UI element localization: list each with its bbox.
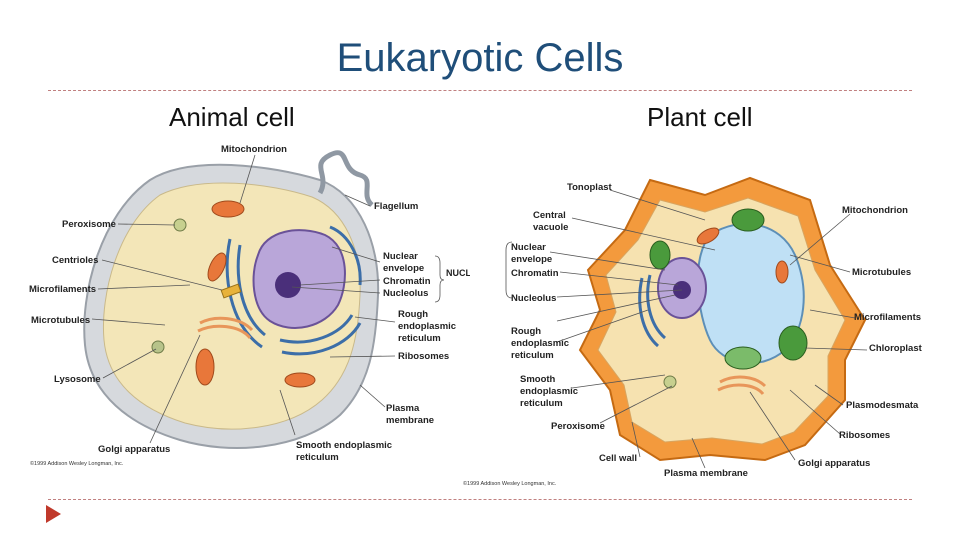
animal-label-nuclear-envelope-2: envelope <box>383 263 424 274</box>
animal-label-peroxisome: Peroxisome <box>62 219 116 230</box>
animal-label-nucleolus: Nucleolus <box>383 288 428 299</box>
plant-chloroplast-3 <box>779 326 807 360</box>
animal-label-mitochondrion: Mitochondrion <box>221 144 287 155</box>
slide-title: Eukaryotic Cells <box>0 36 960 81</box>
animal-label-smooth-er-1: Smooth endoplasmic <box>296 440 392 451</box>
plant-label-nuclear-envelope-1: Nuclear <box>511 242 546 253</box>
animal-mitochondrion-3 <box>196 349 214 385</box>
animal-nucleolus <box>275 272 301 298</box>
plant-label-peroxisome: Peroxisome <box>551 421 605 432</box>
animal-copyright: ©1999 Addison Wesley Longman, Inc. <box>30 460 124 467</box>
animal-peroxisome <box>174 219 186 231</box>
plant-label-golgi: Golgi apparatus <box>798 458 870 469</box>
animal-label-plasma-1: Plasma <box>386 403 420 414</box>
animal-label-plasma-2: membrane <box>386 415 434 426</box>
triangle-right-icon[interactable] <box>46 505 61 523</box>
plant-label-nuclear-envelope-2: envelope <box>511 254 552 265</box>
animal-cell-diagram: Mitochondrion Flagellum Peroxisome Centr… <box>0 135 470 475</box>
plant-label-tonoplast: Tonoplast <box>567 182 613 193</box>
animal-label-centrioles: Centrioles <box>52 255 98 266</box>
plant-label-rough-er-1: Rough <box>511 326 541 337</box>
plant-label-plasmodesmata: Plasmodesmata <box>846 400 919 411</box>
plant-label-smooth-er-2: endoplasmic <box>520 386 578 397</box>
plant-label-rough-er-2: endoplasmic <box>511 338 569 349</box>
animal-label-lysosome: Lysosome <box>54 374 101 385</box>
plant-copyright: ©1999 Addison Wesley Longman, Inc. <box>463 480 557 487</box>
animal-label-smooth-er-2: reticulum <box>296 452 339 463</box>
plant-chloroplast-2 <box>650 241 670 269</box>
animal-label-microtubules: Microtubules <box>31 315 90 326</box>
animal-label-microfilaments: Microfilaments <box>29 284 96 295</box>
plant-chloroplast-1 <box>732 209 764 231</box>
plant-label-chromatin: Chromatin <box>511 268 559 279</box>
plant-cell-diagram: Tonoplast Central vacuole Nuclear envelo… <box>460 160 930 490</box>
plant-label-plasma-membrane: Plasma membrane <box>664 468 748 479</box>
plant-label-microfilaments: Microfilaments <box>854 312 921 323</box>
animal-mitochondrion-1 <box>212 201 244 217</box>
animal-label-golgi: Golgi apparatus <box>98 444 170 455</box>
top-divider <box>48 90 912 91</box>
bottom-divider <box>48 499 912 500</box>
animal-label-chromatin: Chromatin <box>383 276 431 287</box>
plant-peroxisome <box>664 376 676 388</box>
animal-cell-heading: Animal cell <box>169 102 295 133</box>
animal-label-rough-er-3: reticulum <box>398 333 441 344</box>
plant-label-nucleolus: Nucleolus <box>511 293 556 304</box>
animal-label-ribosomes: Ribosomes <box>398 351 449 362</box>
animal-label-rough-er-1: Rough <box>398 309 428 320</box>
animal-label-flagellum: Flagellum <box>374 201 418 212</box>
plant-label-central-vacuole-1: Central <box>533 210 566 221</box>
plant-mitochondrion-2 <box>776 261 788 283</box>
plant-label-cell-wall: Cell wall <box>599 453 637 464</box>
plant-label-microtubules: Microtubules <box>852 267 911 278</box>
plant-label-mitochondrion: Mitochondrion <box>842 205 908 216</box>
animal-mitochondrion-4 <box>285 373 315 387</box>
animal-label-rough-er-2: endoplasmic <box>398 321 456 332</box>
plant-label-central-vacuole-2: vacuole <box>533 222 568 233</box>
animal-label-nuclear-envelope-1: Nuclear <box>383 251 418 262</box>
plant-label-ribosomes: Ribosomes <box>839 430 890 441</box>
plant-label-smooth-er-1: Smooth <box>520 374 556 385</box>
animal-lysosome <box>152 341 164 353</box>
plant-label-rough-er-3: reticulum <box>511 350 554 361</box>
plant-label-chloroplast: Chloroplast <box>869 343 923 354</box>
plant-cell-heading: Plant cell <box>647 102 753 133</box>
plant-label-smooth-er-3: reticulum <box>520 398 563 409</box>
plant-chloroplast-4 <box>725 347 761 369</box>
